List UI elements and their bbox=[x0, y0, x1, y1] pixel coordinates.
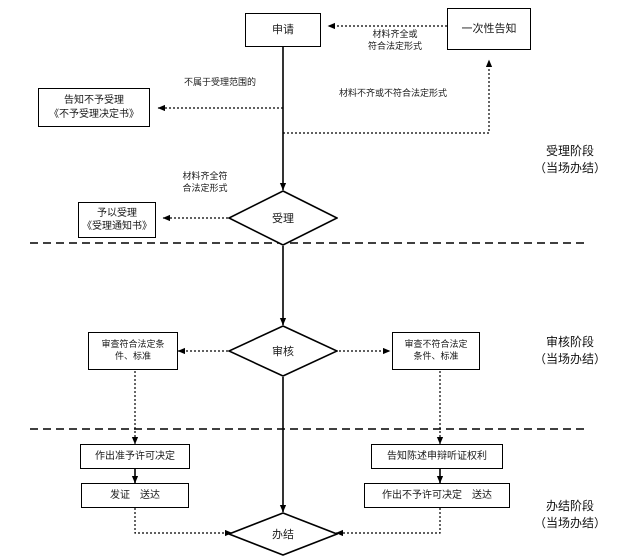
edge-label-materials-incomplete-line1: 材料不齐或不符合法定形式 bbox=[338, 89, 447, 99]
node-review-decision[interactable]: 审核 bbox=[228, 325, 338, 377]
edge-label-materials-complete-or-legal: 材料齐全或 符合法定形式 bbox=[340, 30, 450, 53]
stage-label-review-line1: 审核阶段 bbox=[545, 335, 594, 349]
node-not-accept-notice[interactable]: 告知不予受理 《不予受理决定书》 bbox=[38, 88, 150, 127]
edge-label-materials-complete-or-legal-line2: 符合法定形式 bbox=[367, 41, 422, 52]
edge-label-materials-complete-legal: 材料齐全符 合法定形式 bbox=[155, 172, 255, 195]
stage-label-completion-line2: （当场办结） bbox=[533, 516, 606, 531]
edge-issue-to-complete bbox=[134, 508, 233, 537]
node-apply-label: 申请 bbox=[272, 22, 294, 36]
node-review-pass[interactable]: 审查符合法定条 件、标准 bbox=[88, 332, 178, 370]
node-grant-accept-line1: 予以受理 bbox=[97, 207, 137, 219]
node-accept-decision[interactable]: 受理 bbox=[228, 190, 338, 246]
edge-label-out-of-scope-line1: 不属于受理范围的 bbox=[183, 78, 256, 88]
node-accept-decision-label: 受理 bbox=[272, 212, 294, 225]
accept-diamond-shape bbox=[228, 190, 338, 246]
node-grant-accept-line2: 《受理通知书》 bbox=[82, 221, 152, 232]
edge-label-materials-complete-legal-line1: 材料齐全符 bbox=[182, 172, 228, 182]
node-review-pass-line2: 件、标准 bbox=[114, 352, 151, 362]
node-review-decision-label: 审核 bbox=[272, 345, 294, 358]
node-rights-notice[interactable]: 告知陈述申辩听证权利 bbox=[371, 444, 503, 469]
node-reject-deliver[interactable]: 作出不予许可决定 送达 bbox=[364, 483, 510, 508]
node-approve-decision-label: 作出准予许可决定 bbox=[95, 450, 175, 462]
node-one-time-notice[interactable]: 一次性告知 bbox=[447, 8, 531, 50]
node-review-pass-line1: 审查符合法定条 bbox=[101, 339, 165, 350]
stage-label-acceptance-line2: （当场办结） bbox=[533, 161, 606, 176]
node-apply[interactable]: 申请 bbox=[245, 13, 321, 47]
node-reject-deliver-label: 作出不予许可决定 送达 bbox=[382, 489, 492, 501]
node-not-accept-notice-line1: 告知不予受理 bbox=[64, 95, 124, 106]
node-rights-notice-label: 告知陈述申辩听证权利 bbox=[387, 450, 487, 462]
node-review-fail[interactable]: 审查不符合法定 条件、标准 bbox=[392, 332, 480, 370]
edge-reject-to-complete bbox=[335, 508, 441, 537]
node-review-fail-line1: 审查不符合法定 bbox=[404, 339, 468, 350]
stage-label-review: 审核阶段 （当场办结） bbox=[526, 334, 614, 369]
edge-apply-to-one-time-notice bbox=[283, 59, 493, 134]
edge-label-materials-complete-legal-line2: 合法定形式 bbox=[182, 183, 228, 194]
node-complete-label: 办结 bbox=[272, 528, 294, 541]
stage-label-completion-line1: 办结阶段 bbox=[545, 499, 594, 513]
node-issue-deliver-label: 发证 送达 bbox=[110, 489, 160, 501]
stage-label-acceptance-line1: 受理阶段 bbox=[545, 144, 594, 158]
stage-label-completion: 办结阶段 （当场办结） bbox=[526, 498, 614, 533]
stage-label-review-line2: （当场办结） bbox=[533, 352, 606, 367]
edge-label-materials-incomplete: 材料不齐或不符合法定形式 bbox=[308, 89, 478, 101]
node-approve-decision[interactable]: 作出准予许可决定 bbox=[80, 444, 190, 469]
review-diamond-shape bbox=[228, 325, 338, 377]
node-one-time-notice-label: 一次性告知 bbox=[461, 21, 517, 35]
complete-diamond-shape bbox=[228, 512, 338, 556]
edge-label-materials-complete-or-legal-line1: 材料齐全或 bbox=[372, 30, 418, 40]
node-complete[interactable]: 办结 bbox=[228, 512, 338, 556]
stage-label-acceptance: 受理阶段 （当场办结） bbox=[526, 143, 614, 178]
node-grant-accept[interactable]: 予以受理 《受理通知书》 bbox=[78, 202, 156, 238]
node-review-fail-line2: 条件、标准 bbox=[413, 352, 459, 362]
node-not-accept-notice-line2: 《不予受理决定书》 bbox=[49, 108, 139, 120]
edge-label-out-of-scope: 不属于受理范围的 bbox=[160, 78, 280, 90]
node-issue-deliver[interactable]: 发证 送达 bbox=[81, 483, 189, 508]
